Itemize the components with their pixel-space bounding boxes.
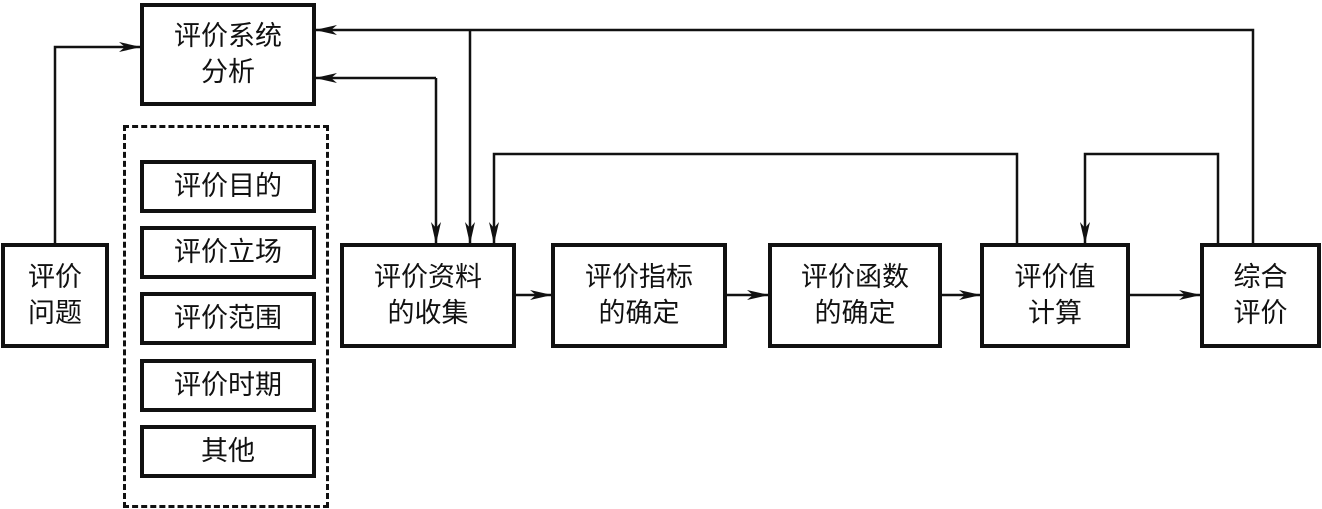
node-period: 评价时期	[140, 359, 316, 412]
edge-comprehensive-to-system	[315, 25, 1255, 243]
node-label: 评价 问题	[28, 261, 82, 329]
node-label: 其他	[201, 435, 255, 467]
node-label: 评价立场	[174, 236, 282, 268]
node-other: 其他	[140, 425, 316, 478]
node-label: 评价时期	[174, 369, 282, 401]
node-label: 评价范围	[174, 302, 282, 334]
node-scope: 评价范围	[140, 292, 316, 345]
edge-comprehensive-to-valuecalc	[1080, 152, 1220, 244]
node-problem: 评价 问题	[1, 243, 109, 348]
node-purpose: 评价目的	[140, 160, 316, 213]
node-comprehensive: 综合 评价	[1200, 243, 1321, 348]
edge-problem-to-system	[53, 42, 141, 243]
node-label: 评价值 计算	[1014, 261, 1096, 329]
node-standpoint: 评价立场	[140, 226, 316, 279]
node-label: 评价目的	[174, 170, 282, 202]
node-data-collection: 评价资料 的收集	[340, 243, 516, 348]
factors-group	[123, 125, 329, 508]
node-value-calc: 评价值 计算	[980, 243, 1130, 348]
edge-valuecalc-to-collection	[489, 152, 1019, 244]
node-label: 评价系统 分析	[174, 20, 282, 88]
node-indicator: 评价指标 的确定	[551, 243, 727, 348]
node-system-analysis: 评价系统 分析	[140, 3, 316, 106]
node-label: 综合 评价	[1233, 261, 1288, 329]
node-label: 评价函数 的确定	[801, 261, 909, 329]
node-label: 评价资料 的收集	[374, 261, 482, 329]
node-label: 评价指标 的确定	[585, 261, 693, 329]
node-function: 评价函数 的确定	[768, 243, 942, 348]
